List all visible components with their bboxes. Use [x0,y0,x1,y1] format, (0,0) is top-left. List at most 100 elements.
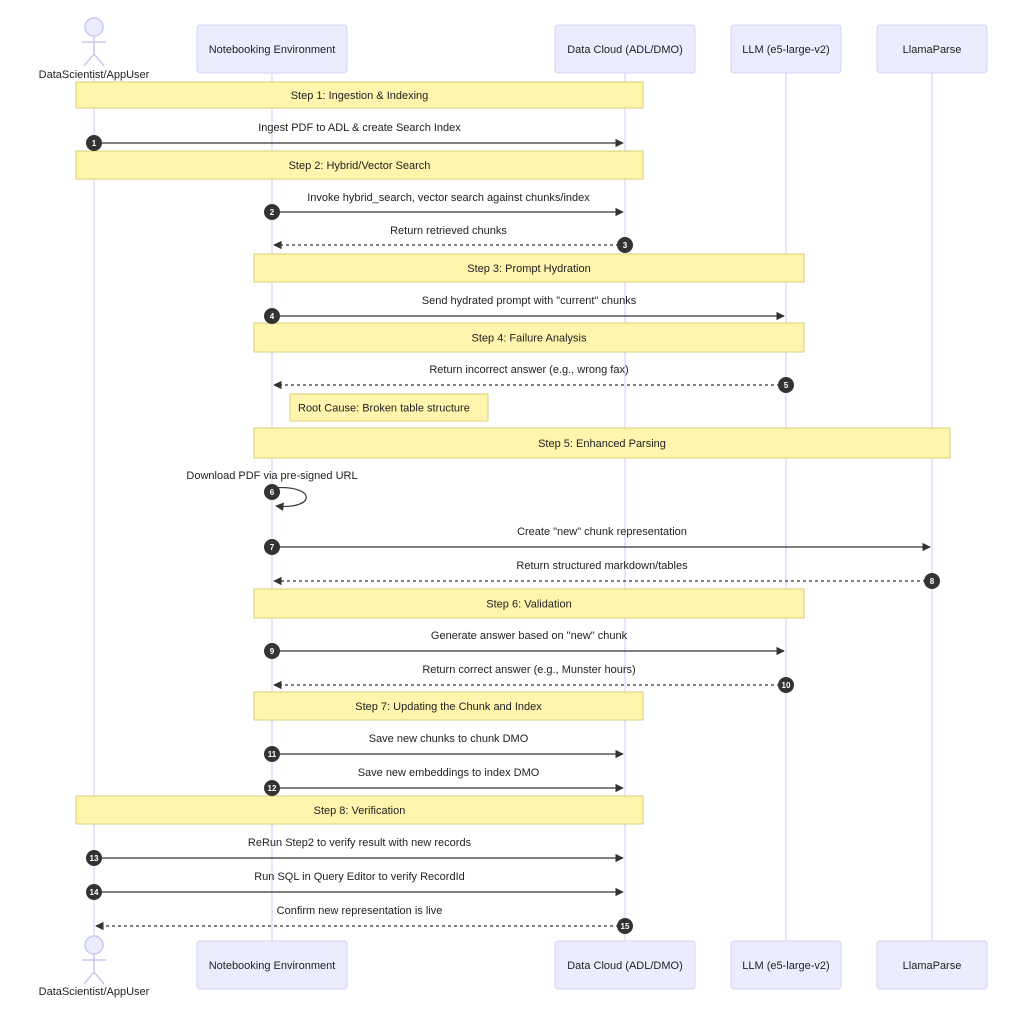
sequence-number: 4 [270,312,275,321]
participant-label: LLM (e5-large-v2) [742,960,829,972]
message-15: Confirm new representation is live 15 [95,905,633,934]
note-label: Step 8: Verification [314,805,406,817]
message-label: ReRun Step2 to verify result with new re… [248,837,472,849]
sequence-number: 2 [270,208,275,217]
message-label: Send hydrated prompt with "current" chun… [422,295,637,307]
note-box: Step 2: Hybrid/Vector Search [75,150,644,180]
note-label: Step 1: Ingestion & Indexing [291,90,429,102]
message-label: Return retrieved chunks [390,225,507,237]
note-box: Root Cause: Broken table structure [289,393,489,422]
self-message-arrow [271,487,307,511]
message-12: Save new embeddings to index DMO 12 [264,767,624,796]
sequence-number: 8 [930,577,935,586]
message-label: Save new chunks to chunk DMO [369,733,529,745]
message-11: Save new chunks to chunk DMO 11 [264,733,624,762]
participant-lp-top: LlamaParse [876,24,988,74]
participant-label: Data Cloud (ADL/DMO) [567,960,683,972]
note-label: Step 4: Failure Analysis [472,333,587,345]
note-box: Step 6: Validation [253,588,805,619]
sequence-number-badge: 3 [617,237,633,253]
sequence-number-badge: 5 [778,377,794,393]
message-label: Return structured markdown/tables [516,560,688,572]
sequence-number: 5 [784,381,789,390]
participant-nb-top: Notebooking Environment [196,24,348,74]
sequence-number-badge: 15 [617,918,633,934]
sequence-number: 13 [90,854,99,863]
message-label: Ingest PDF to ADL & create Search Index [258,122,461,134]
message-8: Return structured markdown/tables 8 [273,560,940,589]
sequence-number: 7 [270,543,275,552]
note-box: Step 1: Ingestion & Indexing [75,81,644,109]
message-1: Ingest PDF to ADL & create Search Index 1 [86,122,624,151]
message-6: Download PDF via pre-signed URL 6 [186,470,358,511]
note-label: Step 3: Prompt Hydration [467,263,591,275]
sequence-number: 10 [782,681,791,690]
message-3: Return retrieved chunks 3 [273,225,633,253]
message-2: Invoke hybrid_search, vector search agai… [264,192,624,220]
message-9: Generate answer based on "new" chunk 9 [264,630,785,659]
message-label: Invoke hybrid_search, vector search agai… [307,192,590,204]
message-label: Create "new" chunk representation [517,526,687,538]
sequence-number-badge: 4 [264,308,280,324]
participant-dc-top: Data Cloud (ADL/DMO) [554,24,696,74]
sequence-number: 15 [621,922,630,931]
sequence-number-badge: 14 [86,884,102,900]
participant-label: Notebooking Environment [209,960,336,972]
participant-label: Data Cloud (ADL/DMO) [567,44,683,56]
note-label: Step 7: Updating the Chunk and Index [355,701,542,713]
participant-label: LLM (e5-large-v2) [742,44,829,56]
message-4: Send hydrated prompt with "current" chun… [264,295,785,324]
note-box: Step 4: Failure Analysis [253,322,805,353]
sequence-number-badge: 12 [264,780,280,796]
message-10: Return correct answer (e.g., Munster hou… [273,664,794,693]
actor-label-bottom: DataScientist/AppUser [39,986,150,998]
participant-label: Notebooking Environment [209,44,336,56]
participant-llm-bottom: LLM (e5-large-v2) [730,940,842,990]
note-label: Root Cause: Broken table structure [298,403,470,415]
sequence-number: 9 [270,647,275,656]
message-label: Run SQL in Query Editor to verify Record… [254,871,465,883]
sequence-number-badge: 8 [924,573,940,589]
sequence-number-badge: 2 [264,204,280,220]
sequence-number-badge: 6 [264,484,280,500]
participant-llm-top: LLM (e5-large-v2) [730,24,842,74]
note-label: Step 5: Enhanced Parsing [538,438,666,450]
note-label: Step 2: Hybrid/Vector Search [289,160,431,172]
message-label: Return correct answer (e.g., Munster hou… [422,664,635,676]
sequence-number: 12 [268,784,277,793]
note-box: Step 8: Verification [75,795,644,825]
actor-bottom-icon [82,935,106,985]
message-label: Save new embeddings to index DMO [358,767,540,779]
actor-label-top: DataScientist/AppUser [39,69,150,81]
actor-top-icon [82,17,106,67]
sequence-number-badge: 11 [264,746,280,762]
message-label: Confirm new representation is live [277,905,443,917]
message-label: Return incorrect answer (e.g., wrong fax… [429,364,628,376]
sequence-number: 11 [268,750,277,759]
participant-lp-bottom: LlamaParse [876,940,988,990]
message-label: Download PDF via pre-signed URL [186,470,357,482]
sequence-number: 3 [623,241,628,250]
participant-dc-bottom: Data Cloud (ADL/DMO) [554,940,696,990]
sequence-number-badge: 1 [86,135,102,151]
note-box: Step 3: Prompt Hydration [253,253,805,283]
participant-nb-bottom: Notebooking Environment [196,940,348,990]
sequence-number-badge: 10 [778,677,794,693]
sequence-number: 14 [90,888,99,897]
note-box: Step 5: Enhanced Parsing [253,427,951,459]
participant-label: LlamaParse [903,44,962,56]
message-13: ReRun Step2 to verify result with new re… [86,837,624,866]
message-5: Return incorrect answer (e.g., wrong fax… [273,364,794,393]
sequence-number: 1 [92,139,97,148]
sequence-number-badge: 13 [86,850,102,866]
message-7: Create "new" chunk representation 7 [264,526,931,555]
note-box: Step 7: Updating the Chunk and Index [253,691,644,721]
participant-label: LlamaParse [903,960,962,972]
message-14: Run SQL in Query Editor to verify Record… [86,871,624,900]
message-label: Generate answer based on "new" chunk [431,630,628,642]
sequence-number: 6 [270,488,275,497]
sequence-number-badge: 9 [264,643,280,659]
note-label: Step 6: Validation [486,599,571,611]
sequence-number-badge: 7 [264,539,280,555]
